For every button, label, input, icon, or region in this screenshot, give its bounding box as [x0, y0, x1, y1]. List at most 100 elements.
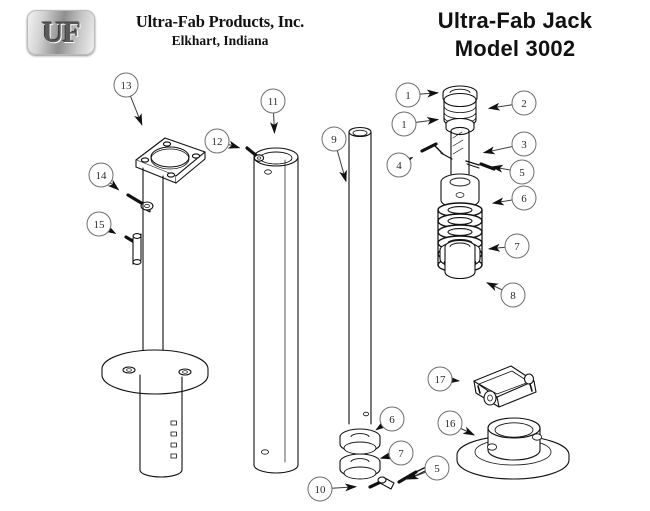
callout-leader-2 [487, 102, 513, 111]
part-hex-bolt-14 [126, 193, 154, 213]
callout-circle [391, 111, 417, 137]
callout-number: 5 [519, 167, 525, 179]
callout-circle [88, 162, 114, 188]
callout-bubble-6[interactable]: 6 [379, 406, 405, 432]
part-leg-tube-and-base [101, 167, 209, 478]
logo-text: UF [42, 15, 81, 49]
callout-bubble-7[interactable]: 7 [388, 440, 414, 466]
callout-bubble-3[interactable]: 3 [511, 131, 537, 157]
callout-leader-1 [419, 89, 440, 98]
callout-bubble-17[interactable]: 17 [427, 366, 453, 392]
callout-bubble-16[interactable]: 16 [437, 410, 463, 436]
callout-leader-3 [482, 146, 513, 155]
callout-bubble-1[interactable]: 1 [391, 111, 417, 137]
callout-circle [379, 406, 405, 432]
callout-leader-4 [400, 156, 414, 167]
part-base-foot-plate-16 [456, 417, 570, 480]
callout-circle [388, 440, 414, 466]
part-cotter-pin-5a [465, 160, 496, 171]
callout-leader-13 [129, 95, 143, 126]
callout-number: 3 [521, 139, 527, 151]
callout-circle [321, 126, 347, 152]
part-shaft-collar [440, 173, 480, 209]
callout-circle [504, 233, 530, 259]
callout-circle [424, 455, 450, 481]
callout-leader-11 [269, 112, 278, 135]
callout-bubble-7[interactable]: 7 [504, 233, 530, 259]
callout-number: 1 [405, 90, 411, 102]
callout-leader-7 [487, 243, 506, 252]
callout-bubble-4[interactable]: 4 [386, 152, 412, 178]
callout-circle [511, 131, 537, 157]
part-compression-spring-6 [437, 202, 483, 273]
company-location: Elkhart, Indiana [171, 33, 269, 48]
callout-circle [427, 366, 453, 392]
part-cotter-pin-5b [397, 465, 430, 484]
callout-number: 15 [94, 219, 106, 231]
callout-number: 4 [396, 160, 402, 172]
callout-bubble-2[interactable]: 2 [511, 90, 537, 116]
page-title: Ultra-Fab Jack [437, 8, 593, 33]
callout-leader-14 [107, 179, 120, 191]
callout-leader-9 [336, 150, 347, 183]
part-roll-pin-4 [420, 142, 453, 160]
page-subtitle: Model 3002 [454, 36, 576, 61]
callout-bubble-5[interactable]: 5 [509, 159, 535, 185]
callout-leader-17 [447, 375, 461, 384]
callout-number: 7 [514, 241, 520, 253]
part-thrust-bearing-lower-7b [339, 453, 381, 480]
callout-circle [260, 88, 286, 114]
callout-number: 17 [435, 374, 447, 386]
part-outer-tube-11 [253, 147, 299, 474]
callout-bubble-15[interactable]: 15 [86, 211, 112, 237]
ultra-fab-logo: UF [27, 10, 95, 55]
callout-number: 5 [434, 463, 440, 475]
callout-number: 9 [331, 134, 337, 146]
callout-bubble-8[interactable]: 8 [500, 282, 526, 308]
callout-bubble-5[interactable]: 5 [424, 455, 450, 481]
callout-circle [204, 128, 230, 154]
callout-number: 2 [521, 98, 527, 110]
callout-bubble-1[interactable]: 1 [395, 82, 421, 108]
callout-bubble-14[interactable]: 14 [88, 162, 114, 188]
callout-number: 10 [315, 484, 327, 496]
callout-circle [113, 72, 139, 98]
callout-leader-6 [375, 420, 388, 431]
part-spacer-pin-15 [124, 233, 142, 265]
callout-circle [86, 211, 112, 237]
callout-bubble-10[interactable]: 10 [307, 476, 333, 502]
callout-number: 7 [398, 448, 404, 460]
callout-number: 8 [510, 290, 516, 302]
callout-number: 16 [445, 418, 457, 430]
callout-leader-5 [490, 164, 511, 173]
callout-leader-16 [460, 426, 476, 436]
callout-leader-15 [103, 224, 117, 235]
callout-number: 14 [96, 170, 108, 182]
callout-circle [307, 476, 333, 502]
callout-leader-5 [406, 471, 426, 480]
callout-leader-7 [379, 451, 393, 460]
callout-number: 12 [212, 136, 223, 148]
callout-bubble-11[interactable]: 11 [260, 88, 286, 114]
callout-bubble-12[interactable]: 12 [204, 128, 230, 154]
callout-number: 11 [268, 96, 279, 108]
part-set-screw-12 [245, 146, 265, 162]
callout-leader-12 [227, 140, 241, 149]
callout-bubble-13[interactable]: 13 [113, 72, 139, 98]
callout-bubble-9[interactable]: 9 [321, 126, 347, 152]
callout-leader-10 [331, 483, 358, 492]
callout-circle [511, 185, 537, 211]
part-clevis-pin-10 [368, 476, 395, 490]
part-mounting-plate-13 [135, 137, 206, 184]
callout-bubble-6[interactable]: 6 [511, 185, 537, 211]
callout-circle [395, 82, 421, 108]
callout-circle [437, 410, 463, 436]
part-inner-screw-tube-9 [348, 126, 372, 425]
callout-circle [500, 282, 526, 308]
callout-number: 13 [121, 80, 133, 92]
callout-leader-6 [491, 197, 513, 206]
part-bushing-sleeve-8 [444, 239, 476, 280]
callout-number: 1 [401, 119, 407, 131]
